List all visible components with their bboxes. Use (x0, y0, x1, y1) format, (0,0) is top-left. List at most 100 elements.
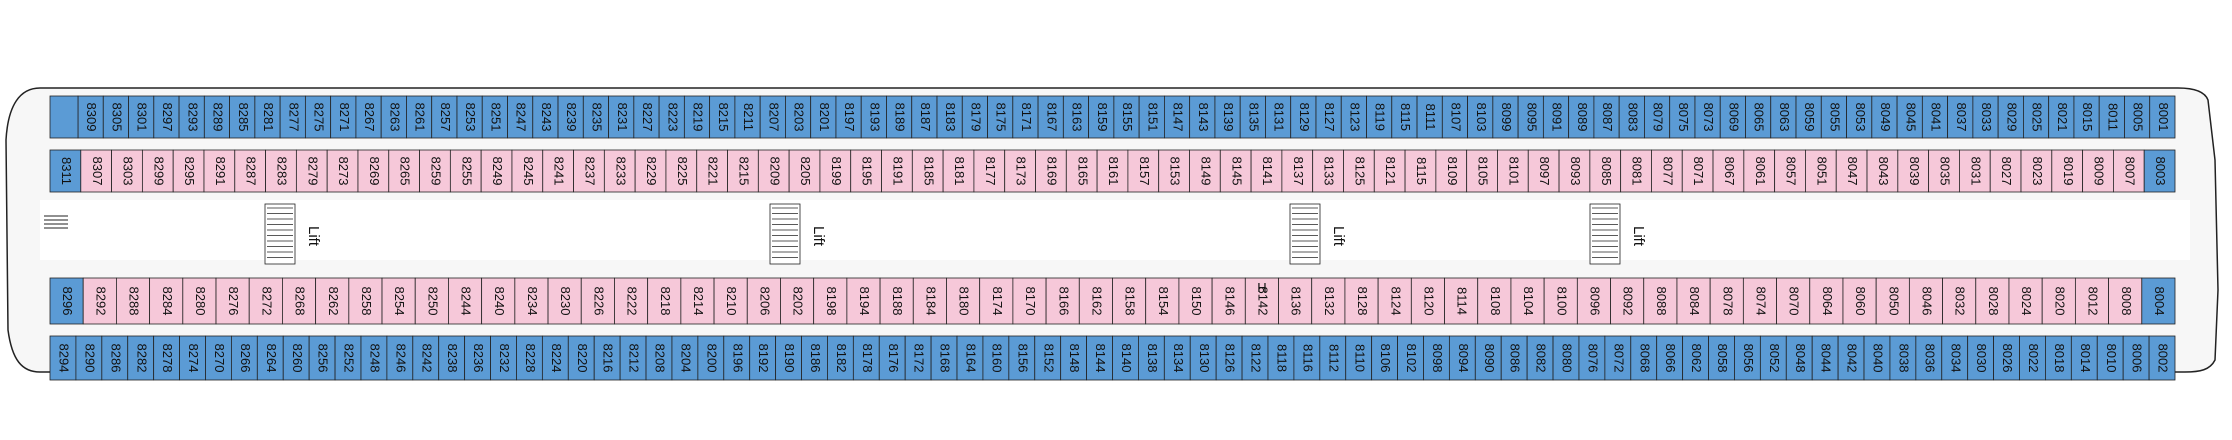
cabin-8028[interactable]: 8028 (1975, 277, 2010, 325)
cabin-8161[interactable]: 8161 (1096, 149, 1129, 193)
cabin-8236[interactable]: 8236 (464, 335, 491, 381)
cabin-8031[interactable]: 8031 (1959, 149, 1991, 193)
cabin-8227[interactable]: 8227 (633, 95, 660, 139)
cabin-8171[interactable]: 8171 (1012, 95, 1039, 139)
cabin-8193[interactable]: 8193 (860, 95, 887, 139)
cabin-8108[interactable]: 8108 (1477, 277, 1512, 325)
cabin-8005[interactable]: 8005 (2124, 95, 2151, 139)
cabin-8180[interactable]: 8180 (946, 277, 981, 325)
cabin-8187[interactable]: 8187 (911, 95, 938, 139)
cabin-8041[interactable]: 8041 (1921, 95, 1949, 139)
cabin-8052[interactable]: 8052 (1759, 335, 1787, 381)
cabin-8141[interactable]: 8141 (1250, 149, 1283, 193)
cabin-8002[interactable]: 8002 (2148, 335, 2176, 381)
cabin-8273[interactable]: 8273 (326, 149, 359, 193)
cabin-8218[interactable]: 8218 (647, 277, 682, 325)
cabin-8065[interactable]: 8065 (1745, 95, 1772, 139)
cabin-8301[interactable]: 8301 (128, 95, 155, 139)
cabin-8032[interactable]: 8032 (1942, 277, 1977, 325)
cabin-8099[interactable]: 8099 (1492, 95, 1519, 139)
cabin-8228[interactable]: 8228 (516, 335, 543, 381)
cabin-8153[interactable]: 8153 (1158, 149, 1190, 193)
cabin-8037[interactable]: 8037 (1947, 95, 1974, 139)
cabin-8112[interactable]: 8112 (1319, 335, 1347, 381)
cabin-8188[interactable]: 8188 (879, 277, 914, 325)
cabin-8145[interactable]: 8145 (1219, 149, 1252, 193)
cabin-8184[interactable]: 8184 (912, 277, 947, 325)
cabin-8068[interactable]: 8068 (1630, 335, 1658, 381)
cabin-8221[interactable]: 8221 (696, 149, 728, 193)
cabin-8267[interactable]: 8267 (355, 95, 382, 139)
cabin-8076[interactable]: 8076 (1578, 335, 1606, 381)
cabin-8045[interactable]: 8045 (1896, 95, 1923, 139)
cabin-8083[interactable]: 8083 (1618, 95, 1645, 139)
cabin-8004[interactable]: 8004 (2141, 277, 2176, 325)
cabin-8247[interactable]: 8247 (507, 95, 534, 139)
cabin-8263[interactable]: 8263 (380, 95, 407, 139)
cabin-8168[interactable]: 8168 (930, 335, 958, 381)
cabin-8043[interactable]: 8043 (1866, 149, 1899, 193)
cabin-8098[interactable]: 8098 (1423, 335, 1450, 381)
cabin-8170[interactable]: 8170 (1012, 277, 1047, 325)
cabin-8038[interactable]: 8038 (1889, 335, 1917, 381)
cabin-8297[interactable]: 8297 (153, 95, 180, 139)
cabin-8309[interactable]: 8309 (77, 95, 104, 139)
cabin-8222[interactable]: 8222 (614, 277, 649, 325)
cabin-8174[interactable]: 8174 (979, 277, 1014, 325)
cabin-8261[interactable]: 8261 (406, 95, 433, 139)
cabin-8100[interactable]: 8100 (1543, 277, 1578, 325)
cabin-8082[interactable]: 8082 (1526, 335, 1554, 381)
cabin-8195[interactable]: 8195 (850, 149, 882, 193)
cabin-8250[interactable]: 8250 (414, 277, 449, 325)
cabin-8162[interactable]: 8162 (1078, 277, 1113, 325)
cabin-8219[interactable]: 8219 (683, 95, 711, 139)
cabin-8223[interactable]: 8223 (658, 95, 685, 139)
cabin-8286[interactable]: 8286 (101, 335, 129, 381)
cabin-8159[interactable]: 8159 (1088, 95, 1115, 139)
cabin-8134[interactable]: 8134 (1163, 335, 1191, 381)
cabin-8128[interactable]: 8128 (1344, 277, 1379, 325)
cabin-8097[interactable]: 8097 (1527, 149, 1560, 193)
cabin-8123[interactable]: 8123 (1340, 95, 1367, 139)
cabin-8185[interactable]: 8185 (911, 149, 944, 193)
cabin-8150[interactable]: 8150 (1178, 277, 1213, 325)
cabin-8107[interactable]: 8107 (1441, 95, 1468, 139)
cabin-8072[interactable]: 8072 (1604, 335, 1632, 381)
cabin-8211[interactable]: 8211 (734, 95, 761, 139)
cabin-8023[interactable]: 8023 (2020, 149, 2053, 193)
cabin-8151[interactable]: 8151 (1138, 95, 1165, 139)
cabin-8114[interactable]: 8114 (1444, 277, 1479, 325)
cabin-8173[interactable]: 8173 (1004, 149, 1036, 193)
cabin-8206[interactable]: 8206 (746, 277, 781, 325)
cabin-8264[interactable]: 8264 (256, 335, 284, 381)
cabin-8282[interactable]: 8282 (127, 335, 155, 381)
cabin-8050[interactable]: 8050 (1875, 277, 1910, 325)
cabin-8287[interactable]: 8287 (234, 149, 266, 193)
cabin-8175[interactable]: 8175 (987, 95, 1014, 139)
cabin-8265[interactable]: 8265 (388, 149, 420, 193)
cabin-8001[interactable]: 8001 (2149, 95, 2176, 139)
cabin-8127[interactable]: 8127 (1315, 95, 1342, 139)
cabin-8026[interactable]: 8026 (1993, 335, 2020, 381)
cabin-8130[interactable]: 8130 (1189, 335, 1217, 381)
cabin-8307[interactable]: 8307 (80, 149, 113, 193)
cabin-8047[interactable]: 8047 (1835, 149, 1868, 193)
cabin-8190[interactable]: 8190 (775, 335, 802, 381)
cabin-8229[interactable]: 8229 (634, 149, 667, 193)
cabin-8079[interactable]: 8079 (1644, 95, 1671, 139)
cabin-8276[interactable]: 8276 (215, 277, 250, 325)
cabin-8008[interactable]: 8008 (2108, 277, 2143, 325)
cabin-8220[interactable]: 8220 (567, 335, 595, 381)
cabin-8194[interactable]: 8194 (846, 277, 881, 325)
cabin-8270[interactable]: 8270 (205, 335, 232, 381)
cabin-8124[interactable]: 8124 (1377, 277, 1412, 325)
cabin-8167[interactable]: 8167 (1037, 95, 1064, 139)
cabin-8021[interactable]: 8021 (2048, 95, 2075, 139)
cabin-8212[interactable]: 8212 (619, 335, 647, 381)
cabin-8244[interactable]: 8244 (448, 277, 483, 325)
cabin-8057[interactable]: 8057 (1774, 149, 1806, 193)
cabin-8003[interactable]: 8003 (2143, 149, 2176, 193)
cabin-8202[interactable]: 8202 (780, 277, 815, 325)
cabin-8049[interactable]: 8049 (1871, 95, 1898, 139)
cabin-8205[interactable]: 8205 (788, 149, 821, 193)
